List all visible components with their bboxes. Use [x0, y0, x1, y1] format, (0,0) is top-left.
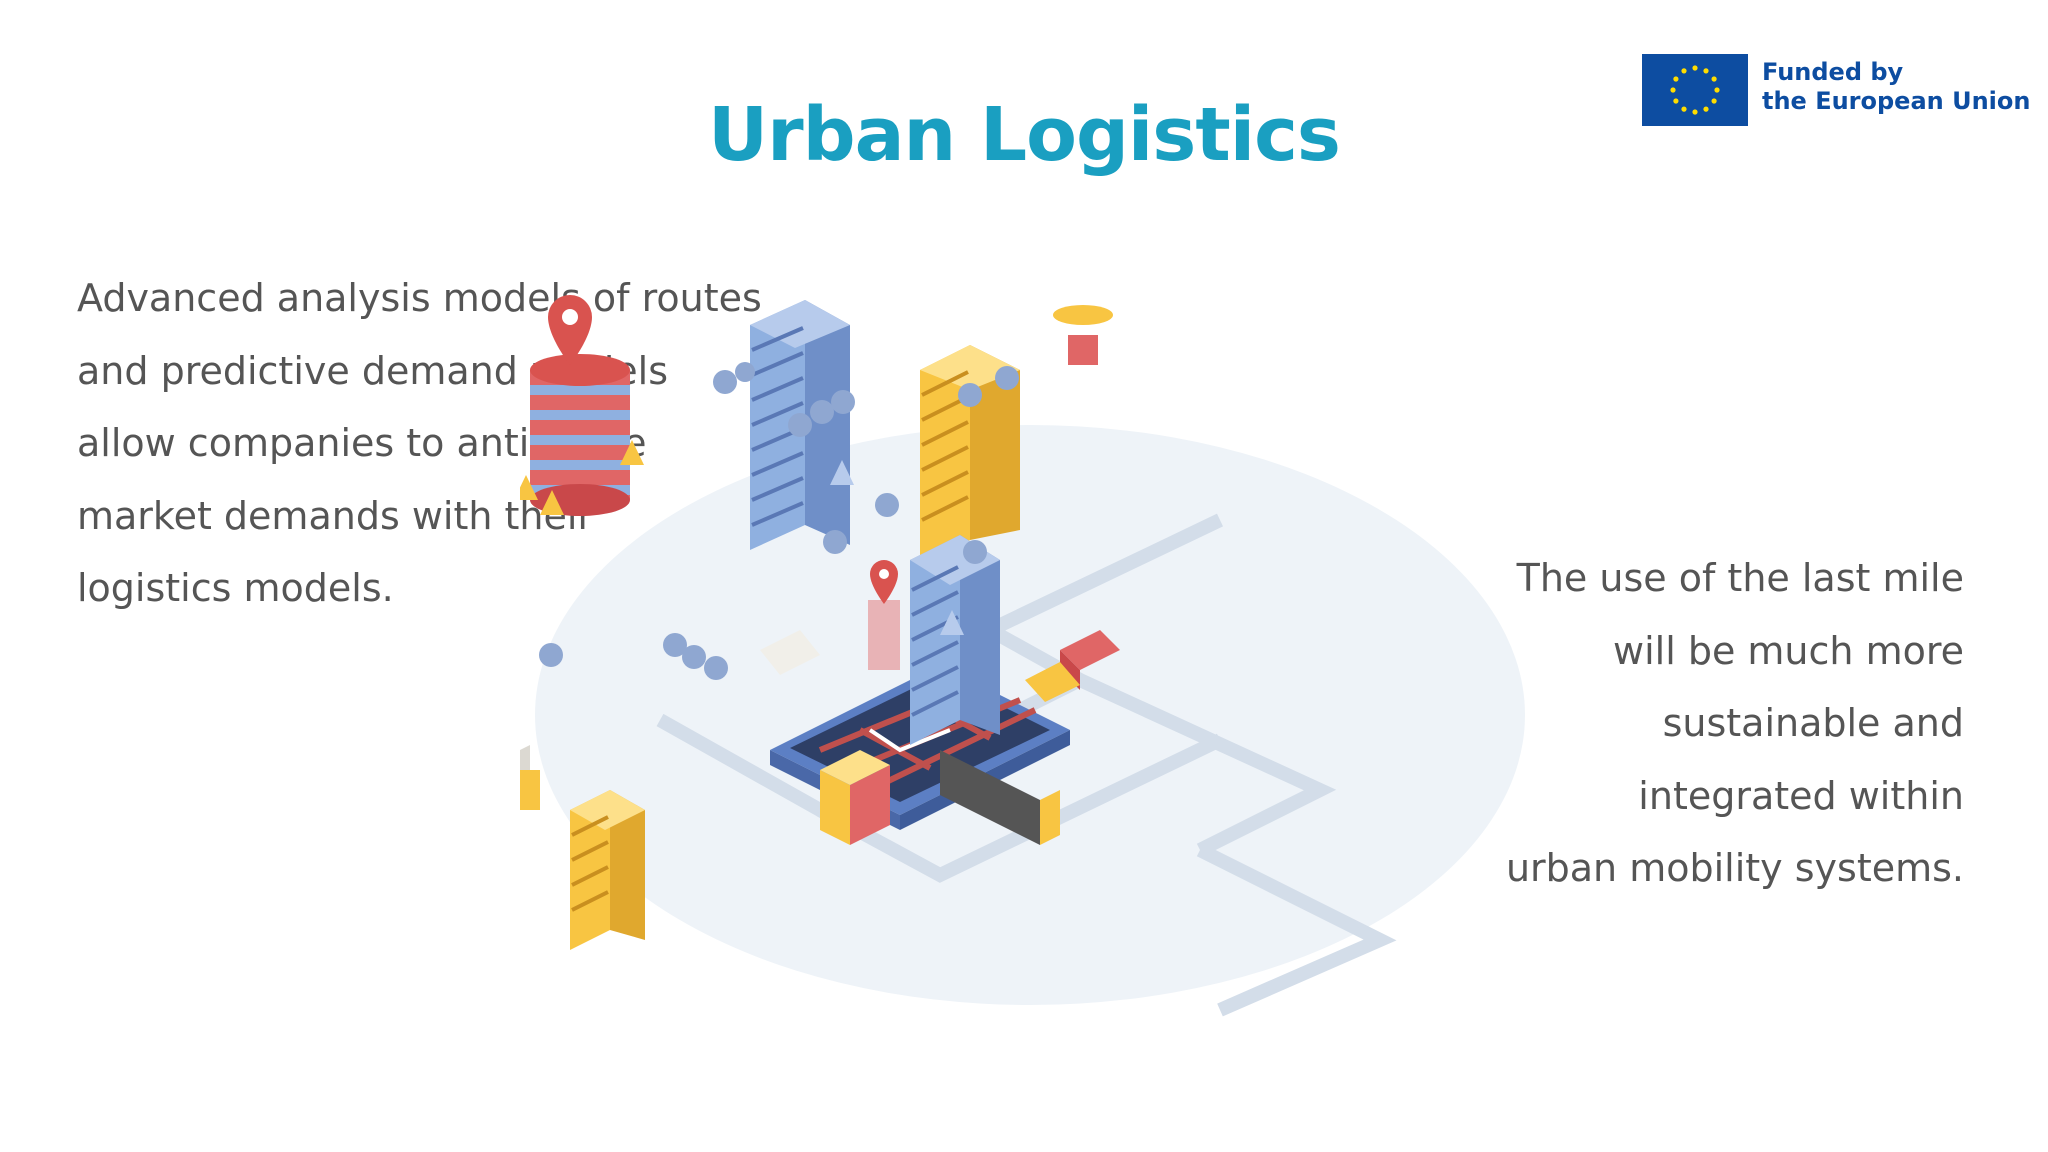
right-paragraph-line: urban mobility systems.: [1505, 846, 1964, 890]
data-cylinder: [530, 295, 630, 516]
eu-star-icon: [1703, 68, 1709, 74]
right-paragraph-line: will be much more: [1613, 628, 1964, 673]
right-paragraph: The use of the last mile will be much mo…: [1404, 542, 1964, 905]
eu-funding-line2: the European Union: [1762, 87, 2031, 115]
eu-star-icon: [1681, 68, 1687, 74]
eu-star-icon: [1673, 76, 1679, 82]
blue-office-building: [910, 535, 1000, 745]
eu-funding-line1: Funded by: [1762, 58, 1904, 86]
yellow-building: [920, 345, 1020, 565]
left-paragraph-line: Advanced analysis models of routes: [77, 276, 762, 320]
trees: [539, 362, 1019, 680]
eu-star-icon: [1692, 109, 1698, 115]
isometric-city-illustration: [410, 290, 1540, 1020]
eu-star-icon: [1703, 106, 1709, 112]
eu-star-icon: [1670, 87, 1676, 93]
city-logistics-graphic: [410, 295, 1525, 1017]
eu-funding-label: Funded by the European Union: [1762, 58, 2030, 116]
eu-star-icon: [1673, 98, 1679, 104]
right-paragraph-line: The use of the last mile: [1516, 556, 1964, 600]
traffic-cones: [514, 440, 644, 515]
eu-star-icon: [1681, 106, 1687, 112]
eu-stars-icon: [1670, 65, 1720, 115]
eu-star-icon: [1714, 87, 1720, 93]
yellow-van: [1025, 662, 1080, 702]
delivery-truck-right: [940, 750, 1060, 845]
eu-star-icon: [1711, 98, 1717, 104]
map-pin-icon: [868, 560, 900, 670]
left-paragraph-line: market demands with their: [77, 493, 594, 538]
yellow-building-small: [570, 790, 645, 950]
slide-title: Urban Logistics: [708, 92, 1341, 178]
eu-flag-icon: [1642, 54, 1748, 126]
left-paragraph-line: logistics models.: [77, 566, 394, 610]
eu-funding-badge: Funded by the European Union: [1642, 54, 2030, 126]
white-van: [760, 630, 820, 675]
eu-star-icon: [1692, 65, 1698, 71]
parcel-locker: [820, 750, 890, 845]
right-paragraph-line: sustainable and: [1662, 701, 1964, 745]
delivery-drone-icon: [1053, 305, 1113, 365]
right-paragraph-line: integrated within: [1638, 773, 1964, 818]
eu-star-icon: [1711, 76, 1717, 82]
